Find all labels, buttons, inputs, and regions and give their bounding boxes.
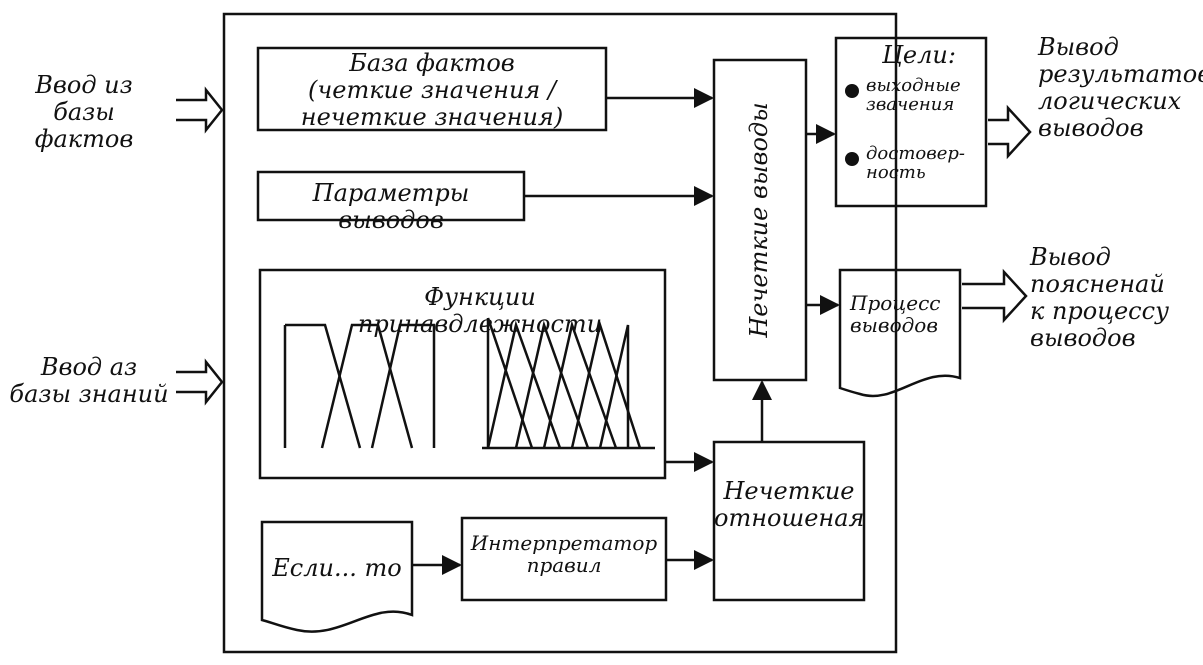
if-then-label: Если... то [272,554,402,582]
membership-functions-box [258,268,667,480]
membership-curves-triangular [482,317,655,450]
bullet-dot [845,152,859,166]
input-arrow-facts [176,86,224,134]
goals-box [834,36,988,208]
output-results-label: Вывод результатов логических выводов [1038,33,1203,142]
fact-base-label: База фактов (четкие значения / нечеткие … [300,49,564,131]
process-label: Процесс выводов [850,291,941,338]
output-explanation-label: Вывод поясненай к процессу выводов [1030,243,1169,352]
input-facts-label: Ввод из базы фактов [34,71,134,153]
output-arrow-explanation [962,268,1028,324]
system-frame [222,12,898,654]
membership-curves-trapezoidal [283,323,436,449]
process-document [838,268,962,398]
membership-functions-label: Функции принавдлежности [357,283,603,338]
fact-base-box [256,46,608,132]
inference-params-label: Параметры выводов [312,179,470,234]
input-knowledge-label: Ввод аз базы знаний [9,353,169,408]
goal-item-output-values: выходные звачения [866,75,961,115]
bullet-dot [845,84,859,98]
input-arrow-knowledge [176,358,224,406]
rule-interpreter-label: Интерпретатор правил [470,531,658,578]
fuzzy-inference-label: Нечеткие выводы [745,102,773,338]
output-arrow-results [988,104,1032,160]
goal-item-reliability: достовер- ность [866,143,965,183]
goals-title: Цели: [882,41,956,69]
fuzzy-relations-box [712,440,866,602]
fuzzy-relations-label: Нечеткие отношеная [714,477,865,532]
if-then-document [260,520,414,633]
